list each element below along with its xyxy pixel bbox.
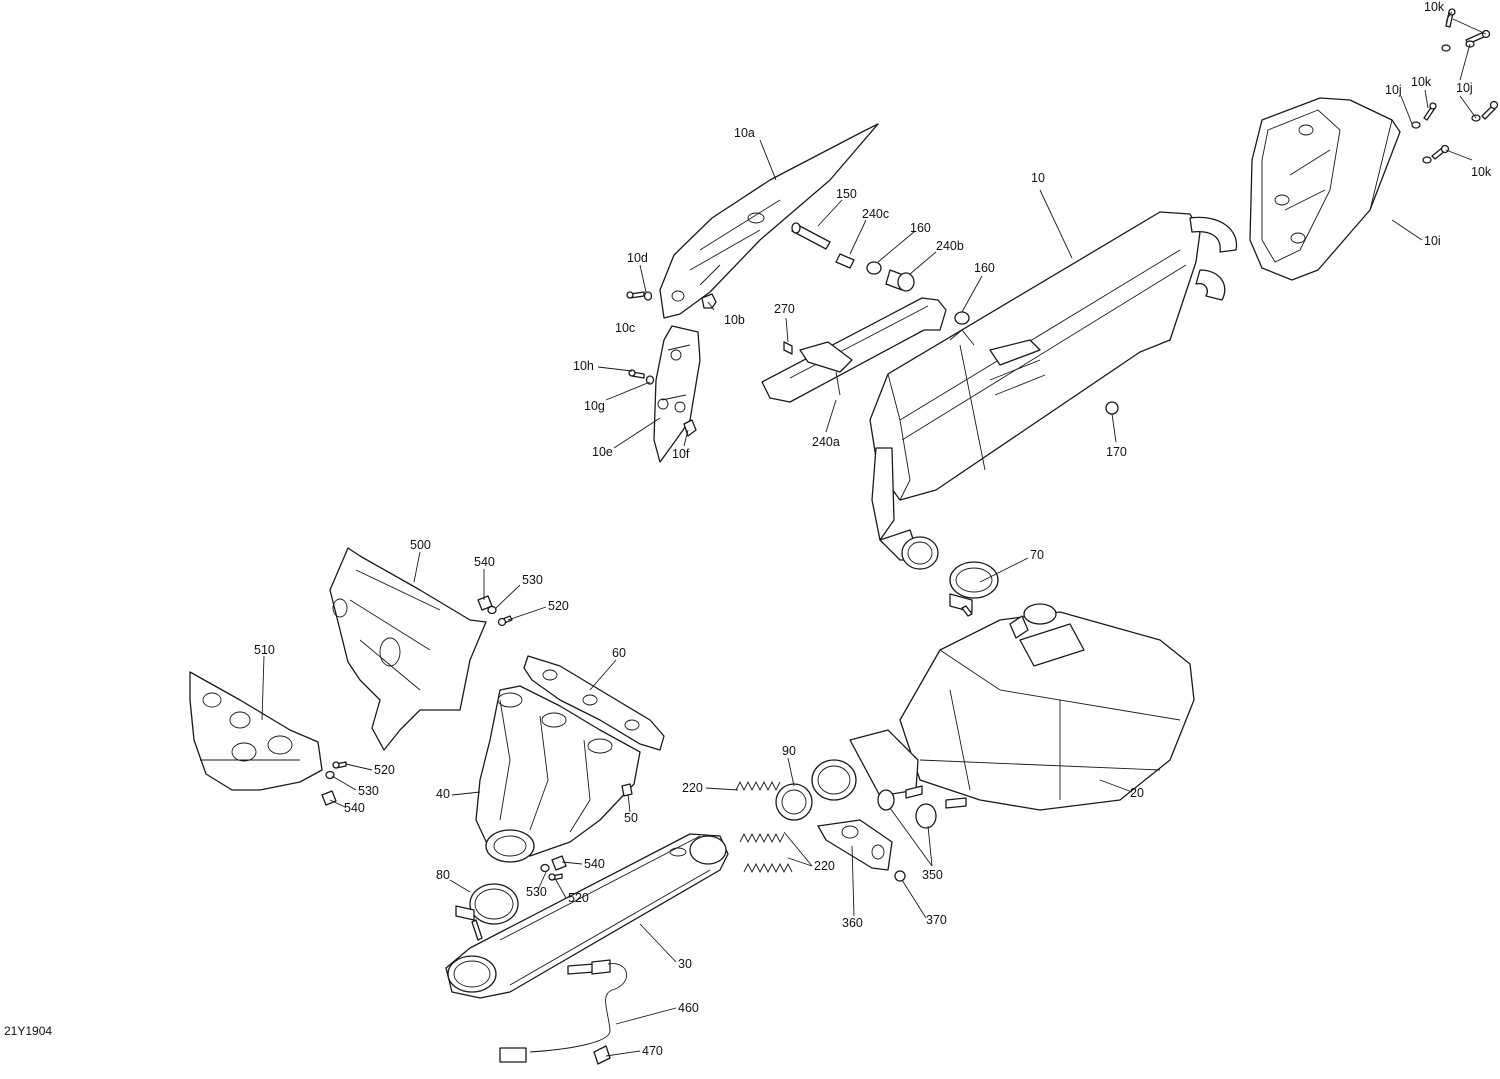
exhaust-manifold-40 <box>475 685 641 863</box>
label-270: 270 <box>774 302 795 316</box>
label-10: 10 <box>1031 171 1045 185</box>
label-220-b: 220 <box>814 859 835 873</box>
label-40: 40 <box>436 787 450 801</box>
label-160-b: 160 <box>974 261 995 275</box>
label-520-bot: 520 <box>568 891 589 905</box>
label-220-a: 220 <box>682 781 703 795</box>
label-470: 470 <box>642 1044 663 1058</box>
label-10c: 10c <box>615 321 635 335</box>
label-540-top: 540 <box>474 555 495 569</box>
muffler-10 <box>869 211 1238 570</box>
label-540-bot: 540 <box>584 857 605 871</box>
label-10g: 10g <box>584 399 605 413</box>
label-530-top: 530 <box>522 573 543 587</box>
label-520-top: 520 <box>548 599 569 613</box>
leader-lines <box>261 11 1487 1057</box>
label-10d: 10d <box>627 251 648 265</box>
label-520-mid: 520 <box>374 763 395 777</box>
label-10a: 10a <box>734 126 755 140</box>
label-170: 170 <box>1106 445 1127 459</box>
heat-shield-10a <box>659 123 879 319</box>
label-10j-right: 10j <box>1456 81 1473 95</box>
fasteners-10b-10c-10d <box>626 291 717 309</box>
label-150: 150 <box>836 187 857 201</box>
label-70: 70 <box>1030 548 1044 562</box>
label-10k-mid: 10k <box>1411 75 1432 89</box>
fasteners-520-530-540-lower <box>540 855 567 881</box>
nut-170 <box>1105 401 1119 415</box>
label-240a: 240a <box>812 435 840 449</box>
stud-50 <box>621 783 633 797</box>
clamp-80 <box>455 883 519 941</box>
springs-220 <box>735 780 793 874</box>
end-cap-10i <box>1249 97 1401 281</box>
heat-shield-10e <box>653 325 701 463</box>
label-240b: 240b <box>936 239 964 253</box>
label-530-bot: 530 <box>526 885 547 899</box>
label-60: 60 <box>612 646 626 660</box>
label-10f: 10f <box>672 447 690 461</box>
part-labels: 10k 10k 10k 10j 10j 10i 10a 10 150 240c … <box>4 0 1492 1058</box>
clip-470 <box>593 1045 611 1065</box>
label-30: 30 <box>678 957 692 971</box>
heat-shield-510 <box>189 671 323 791</box>
muffler-20 <box>811 603 1195 811</box>
label-530-mid: 530 <box>358 784 379 798</box>
label-500: 500 <box>410 538 431 552</box>
label-10h: 10h <box>573 359 594 373</box>
label-460: 460 <box>678 1001 699 1015</box>
front-pipe-30 <box>445 833 729 999</box>
label-90: 90 <box>782 744 796 758</box>
ring-gasket-90 <box>775 783 813 821</box>
label-540-mid: 540 <box>344 801 365 815</box>
clamp-70 <box>949 561 999 617</box>
fasteners-520-530-540-middle <box>321 761 347 806</box>
label-10k-bot: 10k <box>1471 165 1492 179</box>
label-10j-left: 10j <box>1385 83 1402 97</box>
label-10b: 10b <box>724 313 745 327</box>
diagram-code: 21Y1904 <box>4 1024 52 1038</box>
label-360: 360 <box>842 916 863 930</box>
label-350: 350 <box>922 868 943 882</box>
bracket-240a <box>761 297 947 403</box>
fasteners-10g-10h <box>628 369 655 385</box>
heat-shield-500 <box>329 547 487 751</box>
label-370: 370 <box>926 913 947 927</box>
label-10k-top: 10k <box>1424 0 1445 14</box>
label-160-a: 160 <box>910 221 931 235</box>
hanger-350-360-370 <box>817 785 937 882</box>
label-240c: 240c <box>862 207 889 221</box>
fasteners-520-530-540-upper <box>477 595 513 627</box>
label-510: 510 <box>254 643 275 657</box>
label-10i: 10i <box>1424 234 1441 248</box>
bolt-270 <box>783 341 793 355</box>
o2-sensor-460 <box>499 959 628 1063</box>
label-80: 80 <box>436 868 450 882</box>
label-50: 50 <box>624 811 638 825</box>
label-20: 20 <box>1130 786 1144 800</box>
label-10e: 10e <box>592 445 613 459</box>
bushing-set-150-160-240 <box>791 222 970 325</box>
